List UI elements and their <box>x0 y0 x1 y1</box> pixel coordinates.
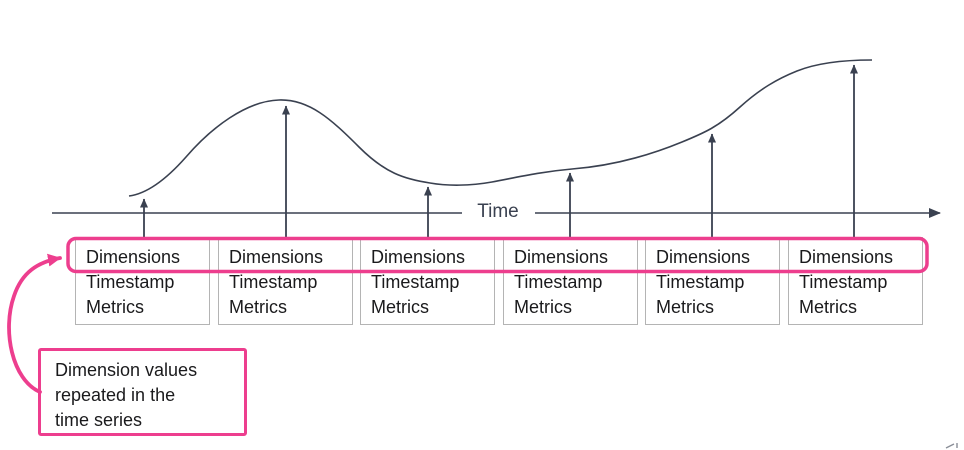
dimensions-label: Dimensions <box>799 247 894 267</box>
record-box-3: Dimensions Timestamp Metrics <box>360 237 495 325</box>
metrics-label: Metrics <box>656 297 714 317</box>
dimensions-label: Dimensions <box>86 247 181 267</box>
callout-note: Dimension values repeated in the time se… <box>38 348 247 436</box>
record-box-1: Dimensions Timestamp Metrics <box>75 237 210 325</box>
timestamp-label: Timestamp <box>86 272 175 292</box>
dimensions-label: Dimensions <box>371 247 466 267</box>
record-box-6: Dimensions Timestamp Metrics <box>788 237 923 325</box>
metrics-label: Metrics <box>371 297 429 317</box>
callout-line-1: Dimension values <box>55 360 198 380</box>
record-box-2: Dimensions Timestamp Metrics <box>218 237 353 325</box>
time-axis-label: Time <box>477 201 519 222</box>
timestamp-label: Timestamp <box>371 272 460 292</box>
dimensions-label: Dimensions <box>656 247 751 267</box>
record-box-4: Dimensions Timestamp Metrics <box>503 237 638 325</box>
metrics-label: Metrics <box>229 297 287 317</box>
trend-curve <box>128 59 873 197</box>
timestamp-label: Timestamp <box>514 272 603 292</box>
timestamp-label: Timestamp <box>229 272 318 292</box>
timestamp-label: Timestamp <box>656 272 745 292</box>
artifact-mark <box>945 443 958 449</box>
dimensions-label: Dimensions <box>229 247 324 267</box>
callout-line-3: time series <box>55 410 143 430</box>
metrics-label: Metrics <box>799 297 857 317</box>
metrics-label: Metrics <box>86 297 144 317</box>
callout-line-2: repeated in the <box>55 385 176 405</box>
record-box-5: Dimensions Timestamp Metrics <box>645 237 780 325</box>
dimensions-label: Dimensions <box>514 247 609 267</box>
metrics-label: Metrics <box>514 297 572 317</box>
timestamp-label: Timestamp <box>799 272 888 292</box>
